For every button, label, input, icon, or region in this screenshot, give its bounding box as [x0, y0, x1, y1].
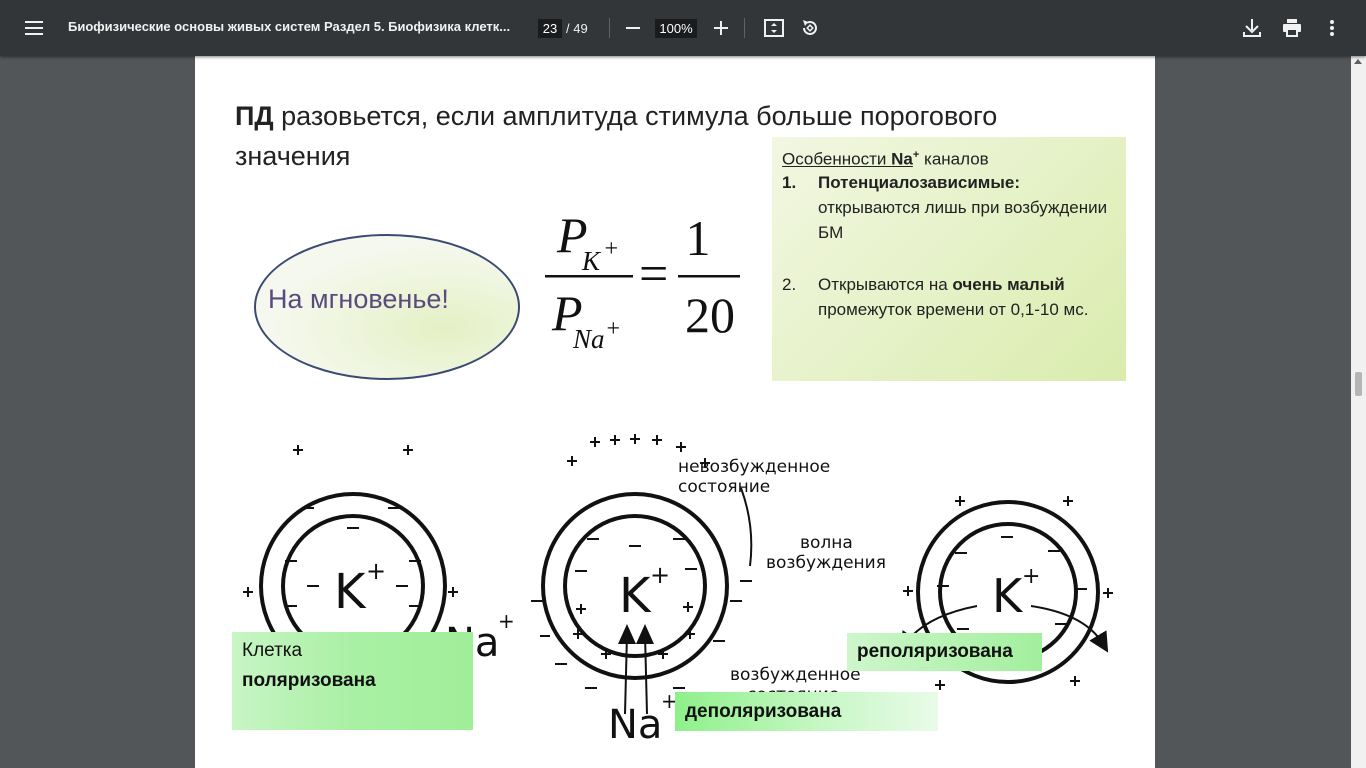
slide-heading: ПД разовьется, если амплитуда стимула бо… — [235, 96, 1095, 176]
wave-label-2: возбуждения — [766, 553, 886, 573]
toolbar-divider — [609, 18, 610, 38]
page-total: / 49 — [566, 21, 588, 36]
zoom-out-icon[interactable] — [617, 12, 649, 44]
scroll-up-icon[interactable] — [1354, 59, 1362, 64]
depolarized-label: деполяризована — [675, 692, 938, 731]
info-item-1-text: открываются лишь при возбуждении БМ — [818, 198, 1108, 242]
cell3-charges — [903, 496, 1113, 690]
wave-label-1: волна — [800, 533, 853, 553]
repolarized-label-text: реполяризована — [857, 641, 1013, 662]
menu-icon[interactable] — [18, 12, 50, 44]
cell2-k-label: K — [619, 568, 652, 624]
cell2-charges — [531, 434, 752, 689]
toolbar-divider — [744, 18, 745, 38]
cell1-k-label: K — [334, 564, 367, 620]
heading-text: разовьется, если амплитуда стимула больш… — [235, 101, 998, 171]
cell3-k-sup: + — [1022, 564, 1040, 589]
zoom-input[interactable]: 100% — [655, 19, 697, 38]
repolarized-label: реполяризована — [847, 633, 1042, 671]
page-number-input[interactable]: 23 — [538, 19, 562, 38]
info-item-1-bold: Потенциалозависимые: — [818, 173, 1021, 192]
download-icon[interactable] — [1236, 12, 1268, 44]
fit-page-icon[interactable] — [758, 12, 790, 44]
info-item-2-bold: очень малый — [952, 275, 1065, 294]
formula-num-sub: K — [581, 246, 602, 276]
depolarized-label-text: деполяризована — [685, 701, 842, 722]
cell3-k-label: K — [992, 569, 1024, 623]
heading-bold: ПД — [235, 101, 274, 131]
pdf-page: ПД разовьется, если амплитуда стимула бо… — [195, 56, 1155, 768]
cell2-na-label: Na — [608, 702, 662, 748]
permeability-formula: P K + P Na + = 1 20 — [545, 208, 740, 354]
info-item-2-text-b: промежуток времени от 0,1-10 мс. — [818, 300, 1089, 319]
formula-equals: = — [639, 246, 668, 303]
ellipse-text: На мгновенье! — [268, 284, 449, 314]
instant-ellipse: На мгновенье! — [254, 234, 520, 380]
info-item-1: 1. Потенциалозависимые: открываются лишь … — [782, 170, 1112, 250]
zoom-in-icon[interactable] — [705, 12, 737, 44]
page-scrollbar[interactable] — [1351, 56, 1366, 768]
document-title: Биофизические основы живых систем Раздел… — [68, 19, 511, 34]
polarized-label-line1: Клетка — [242, 640, 303, 661]
more-icon[interactable] — [1316, 12, 1348, 44]
info-item-1-num: 1. — [782, 173, 797, 192]
polarized-label: Клетка поляризована — [232, 632, 473, 730]
formula-rhs-num: 1 — [686, 210, 711, 266]
na-channels-box: Особенности Na+ каналов 1. Потенциалозав… — [772, 137, 1126, 381]
info-title-suffix: каналов — [919, 149, 989, 169]
info-title-ion: Na — [891, 149, 913, 169]
cell1-na-sup: + — [498, 609, 515, 633]
unexcited-label-1: невозбужденное — [678, 457, 830, 477]
info-item-2-text-a: Открываются на — [818, 275, 953, 294]
unexcited-label-2: состояние — [678, 477, 770, 497]
formula-num-sup: + — [603, 236, 619, 262]
cell-depolarized: K + Na + невозбужденное состояние волна … — [531, 434, 886, 748]
info-title-prefix: Особенности — [782, 149, 892, 169]
info-title-sup: + — [912, 149, 920, 161]
info-item-2: 2. Открываются на очень малый промежуток… — [782, 272, 1112, 352]
formula-rhs-den: 20 — [685, 287, 735, 343]
formula-den-sup: + — [605, 316, 621, 342]
print-icon[interactable] — [1276, 12, 1308, 44]
formula-rhs-bar — [678, 275, 740, 278]
info-item-2-num: 2. — [782, 275, 797, 294]
polarized-label-line2: поляризована — [242, 670, 376, 691]
rotate-icon[interactable] — [794, 12, 826, 44]
formula-den-symbol: P — [551, 285, 583, 341]
pdf-toolbar: Биофизические основы живых систем Раздел… — [0, 0, 1366, 56]
scrollbar-thumb[interactable] — [1355, 372, 1362, 396]
formula-num-symbol: P — [556, 208, 588, 263]
cell1-k-sup: + — [366, 557, 386, 585]
formula-den-sub: Na — [572, 324, 605, 354]
excited-label-1: возбужденное — [730, 665, 861, 685]
cell2-k-sup: + — [650, 561, 670, 589]
formula-fraction-bar — [545, 275, 633, 278]
info-title: Особенности Na+ каналов — [782, 143, 989, 172]
cell2-na-sup: + — [661, 689, 678, 713]
